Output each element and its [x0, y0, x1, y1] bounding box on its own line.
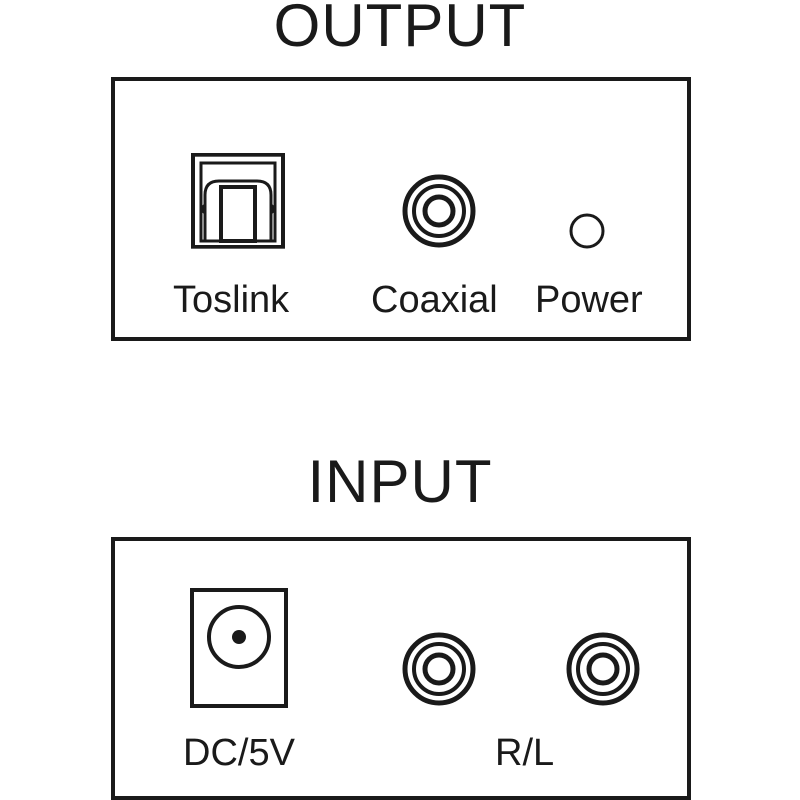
dc-power-jack-icon — [190, 588, 288, 708]
rl-label: R/L — [495, 732, 555, 774]
dc-label: DC/5V — [183, 732, 295, 774]
input-heading: INPUT — [307, 448, 493, 515]
coaxial-rca-jack-icon — [402, 174, 476, 248]
power-label: Power — [535, 279, 643, 321]
power-led-icon — [569, 213, 605, 249]
toslink-optical-port-icon — [191, 153, 285, 249]
toslink-label: Toslink — [173, 279, 290, 321]
input-panel: DC/5V R/L — [111, 537, 691, 800]
output-heading: OUTPUT — [273, 0, 527, 59]
coaxial-label: Coaxial — [371, 279, 498, 321]
rca-jack-left-icon — [566, 632, 640, 706]
rca-jack-right-icon — [402, 632, 476, 706]
output-panel: Toslink Coaxial Power — [111, 77, 691, 341]
